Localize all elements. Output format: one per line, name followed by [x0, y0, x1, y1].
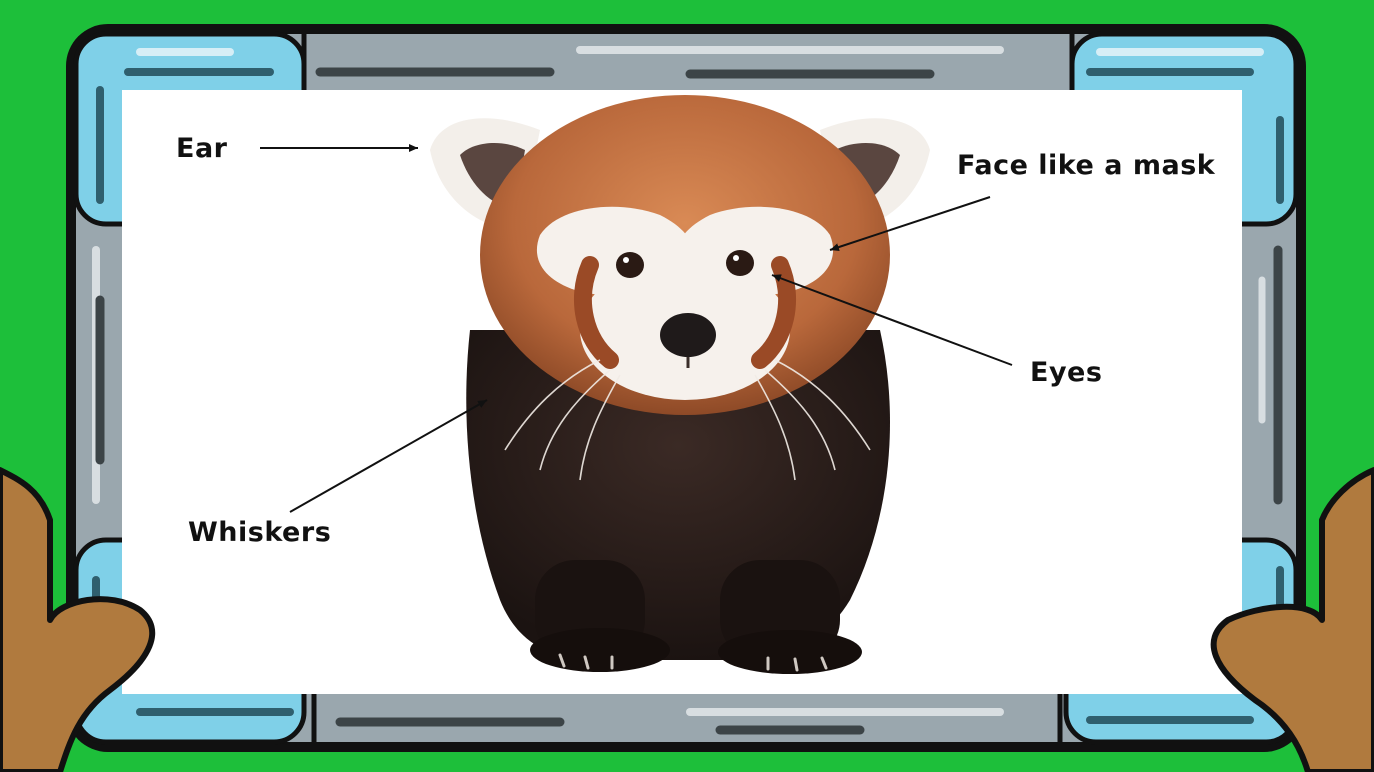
eye-right: [726, 250, 754, 276]
label-face-like-a-mask: Face like a mask: [957, 150, 1215, 181]
label-ear: Ear: [176, 133, 227, 164]
label-eyes: Eyes: [1030, 357, 1102, 388]
eye-left: [616, 252, 644, 278]
label-whiskers: Whiskers: [188, 517, 331, 548]
nose: [660, 313, 716, 357]
red-panda-image: [430, 95, 930, 674]
